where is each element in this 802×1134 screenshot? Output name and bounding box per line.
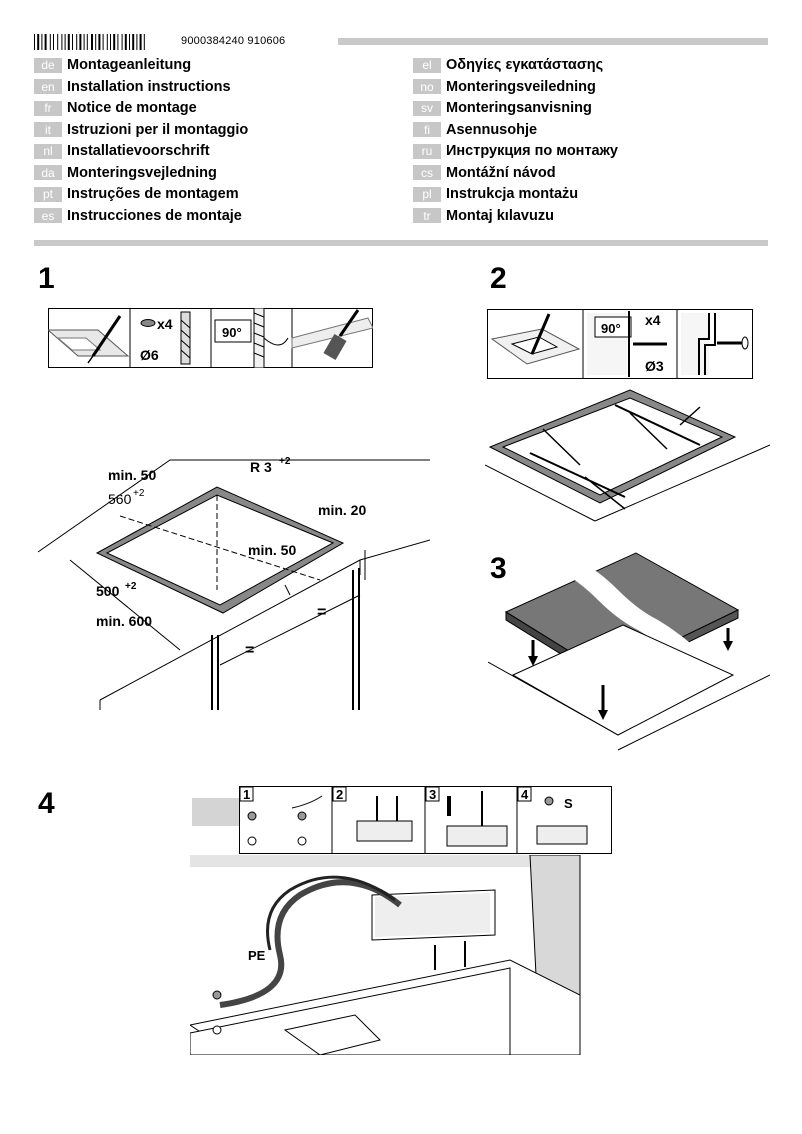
angle-label: 90°	[222, 325, 242, 340]
language-code: fi	[413, 122, 441, 137]
language-title: Instruções de montagem	[67, 186, 239, 202]
language-row-pl: pl Instrukcja montażu	[413, 185, 578, 203]
language-row-de: de Montageanleitung	[34, 56, 191, 74]
dim-min50-top: min. 50	[108, 467, 156, 483]
language-row-da: da Monteringsvejledning	[34, 164, 217, 182]
language-title: Monteringsanvisning	[446, 100, 592, 116]
dim-depth-500: 500	[96, 583, 120, 599]
marking-tool-icon	[490, 313, 581, 365]
brush-icon	[291, 309, 373, 361]
dim-radius-sup: +2	[279, 456, 291, 467]
language-code: pl	[413, 186, 441, 202]
dim-min50-mid: min. 50	[248, 542, 296, 558]
dim-min20: min. 20	[318, 502, 366, 518]
step2-tool-strip: 90° x4 Ø3	[487, 309, 753, 379]
language-title: Instrucciones de montaje	[67, 207, 242, 224]
language-row-tr: tr Montaj kılavuzu	[413, 207, 554, 225]
s2-angle-label: 90°	[601, 321, 621, 336]
language-row-sv: sv Monteringsanvisning	[413, 99, 592, 117]
step-number-2: 2	[490, 262, 507, 295]
drill-diameter: Ø6	[140, 347, 159, 363]
step1-cutout-diagram: min. 50 R 3 +2 560 +2 min. 20 min. 50 50…	[37, 456, 430, 710]
step4-substep-strip: 1 2 3 4 S	[192, 786, 612, 854]
dim-equal-left: =	[245, 642, 254, 659]
dim-width-560: 560	[108, 491, 132, 507]
drill-bit-icon: x4 Ø6	[140, 311, 191, 365]
language-code: da	[34, 165, 62, 180]
language-row-nl: nl Installatievoorschrift	[34, 142, 210, 160]
language-title: Asennusohje	[446, 121, 538, 138]
dim-radius: R 3	[250, 459, 272, 475]
step-number-4: 4	[38, 787, 55, 820]
substep-2: 2	[336, 787, 343, 802]
language-title: Notice de montage	[67, 100, 197, 116]
language-code: cs	[413, 165, 441, 180]
language-row-ru: ru Инструкция по монтажу	[413, 142, 618, 160]
language-title: Montážní návod	[446, 164, 556, 181]
language-title: Montaj kılavuzu	[446, 207, 554, 224]
language-code: pt	[34, 186, 62, 202]
header-rule	[338, 38, 768, 45]
language-code: tr	[413, 208, 441, 223]
step2-bracket-diagram	[485, 389, 770, 522]
language-code: it	[34, 122, 62, 137]
barcode	[34, 34, 145, 50]
language-row-pt: pt Instruções de montagem	[34, 185, 239, 203]
language-row-cs: cs Montážní návod	[413, 164, 556, 182]
substep-4: 4	[521, 787, 529, 802]
language-title: Installation instructions	[67, 78, 231, 95]
language-row-fr: fr Notice de montage	[34, 99, 197, 117]
dim-depth-500-sup: +2	[125, 581, 137, 592]
language-code: no	[413, 79, 441, 94]
marking-tool-icon	[48, 315, 130, 364]
s2-drill-diameter: Ø3	[645, 358, 664, 374]
angle-icon: 90°	[214, 308, 289, 368]
section-rule	[34, 240, 768, 246]
screw-count: x4	[157, 316, 173, 332]
language-code: de	[34, 57, 62, 73]
screw-bracket-icon	[681, 313, 749, 375]
language-code: es	[34, 208, 62, 223]
language-row-it: it Istruzioni per il montaggio	[34, 121, 248, 139]
step4-connection-diagram: PE	[190, 855, 581, 1055]
step-number-1: 1	[38, 262, 55, 295]
language-code: ru	[413, 143, 441, 159]
language-code: nl	[34, 143, 62, 159]
language-code: sv	[413, 100, 441, 116]
language-code: fr	[34, 100, 62, 116]
language-row-en: en Installation instructions	[34, 78, 231, 96]
dim-width-560-sup: +2	[133, 488, 145, 499]
step3-insert-diagram	[488, 552, 770, 751]
language-row-el: el Οδηγίες εγκατάστασης	[413, 56, 603, 74]
s-label: S	[564, 796, 573, 811]
substep-3: 3	[429, 787, 436, 802]
language-title: Οδηγίες εγκατάστασης	[446, 57, 604, 73]
step1-tool-strip: x4 Ø6 90°	[48, 308, 373, 368]
s2-screw-count: x4	[645, 312, 661, 328]
step-number-3: 3	[490, 552, 507, 585]
language-title: Инструкция по монтажу	[446, 143, 618, 159]
language-title: Montageanleitung	[67, 57, 192, 73]
language-title: Istruzioni per il montaggio	[67, 121, 249, 138]
language-title: Installatievoorschrift	[67, 143, 210, 159]
language-title: Monteringsvejledning	[67, 164, 217, 181]
language-row-es: es Instrucciones de montaje	[34, 207, 242, 225]
pe-label: PE	[248, 948, 266, 963]
dim-equal-right: =	[317, 604, 326, 621]
language-code: el	[413, 57, 441, 73]
angle-icon: 90° x4 Ø3	[587, 311, 667, 377]
dim-min600: min. 600	[96, 613, 152, 629]
language-title: Monteringsveiledning	[446, 78, 596, 95]
document-number: 9000384240 910606	[181, 35, 286, 47]
substep-1: 1	[243, 787, 250, 802]
language-code: en	[34, 79, 62, 94]
language-title: Instrukcja montażu	[446, 186, 579, 202]
language-row-no: no Monteringsveiledning	[413, 78, 596, 96]
language-row-fi: fi Asennusohje	[413, 121, 537, 139]
